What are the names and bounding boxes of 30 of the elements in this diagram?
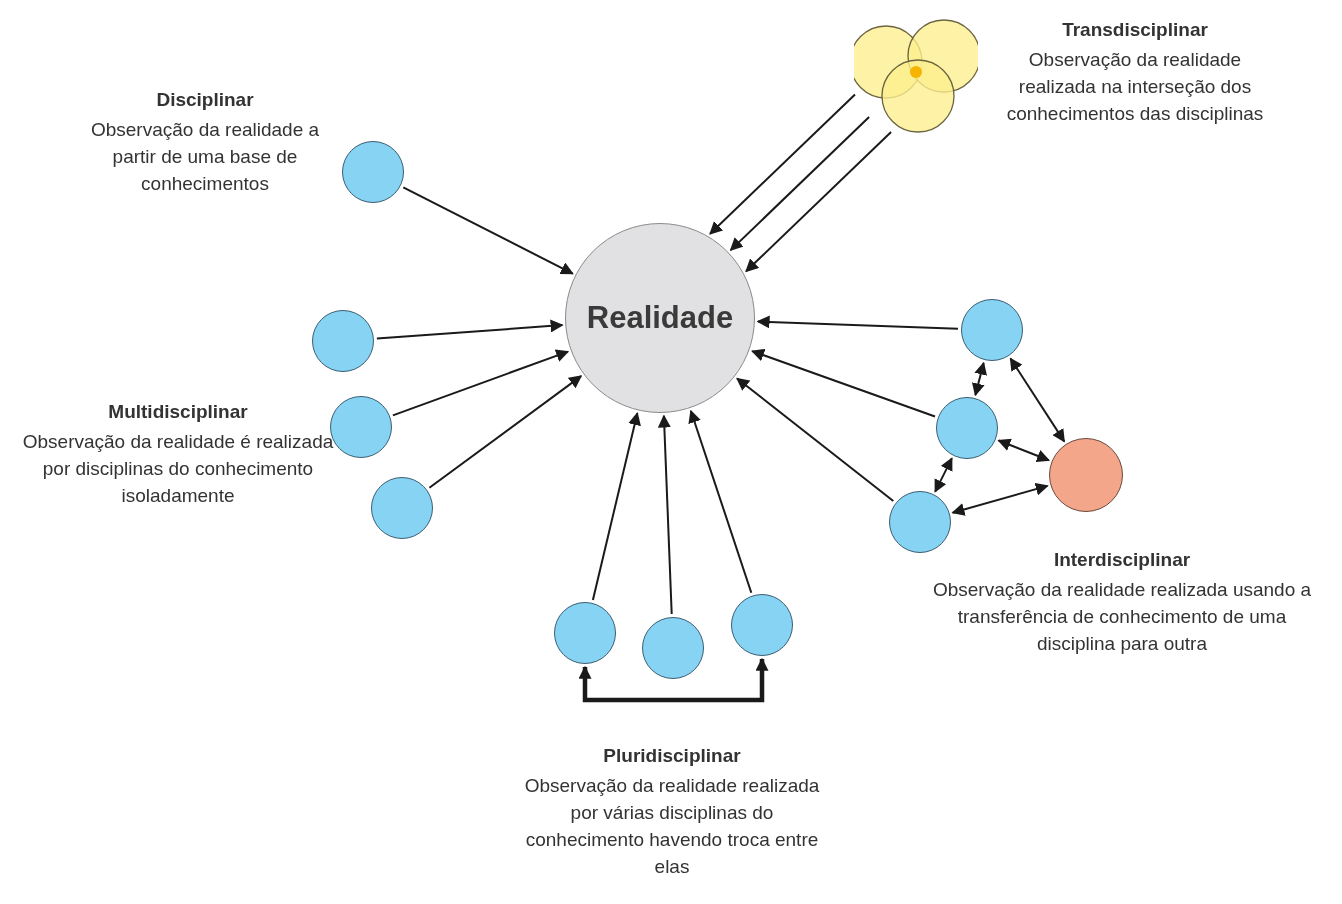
category-title: Transdisciplinar	[1061, 18, 1209, 42]
description-text: Observação da realidade é realizada por disciplinas do conhecimento isoladamente	[21, 430, 335, 508]
description-text: Observação da realidade realizada na interseção dos conhecimentos das disciplinas	[1005, 48, 1265, 126]
double-arrow	[578, 657, 769, 703]
arrow	[729, 116, 871, 252]
arrow	[756, 315, 959, 330]
category-title: Interdisciplinar	[1052, 548, 1192, 572]
arrow	[688, 409, 753, 594]
arrow	[428, 375, 583, 489]
arrow	[375, 319, 564, 340]
arrow	[709, 93, 856, 235]
double-arrow	[951, 482, 1049, 516]
double-arrow	[972, 361, 987, 397]
reality-circle: Realidade	[565, 223, 755, 413]
arrow	[391, 349, 570, 417]
double-arrow	[934, 457, 953, 493]
arrow	[657, 414, 673, 615]
arrow	[736, 377, 895, 502]
category-title: Pluridisciplinar	[602, 744, 742, 768]
category-title: Multidisciplinar	[107, 400, 249, 424]
arrow	[402, 186, 574, 275]
double-arrow	[1009, 357, 1066, 443]
arrow	[751, 348, 936, 418]
description-text: Observação da realidade a partir de uma base de conhecimentos	[90, 118, 320, 196]
arrow	[745, 131, 893, 273]
double-arrow	[997, 438, 1050, 463]
description-text: Observação da realidade realizada usando a transferência de conhecimento de uma disciplina para outra	[931, 578, 1313, 656]
description-text: Observação da realidade realizada por várias disciplinas do conhecimento havendo troca entre elas	[523, 774, 821, 879]
category-title: Disciplinar	[155, 88, 255, 112]
arrow	[591, 412, 641, 601]
